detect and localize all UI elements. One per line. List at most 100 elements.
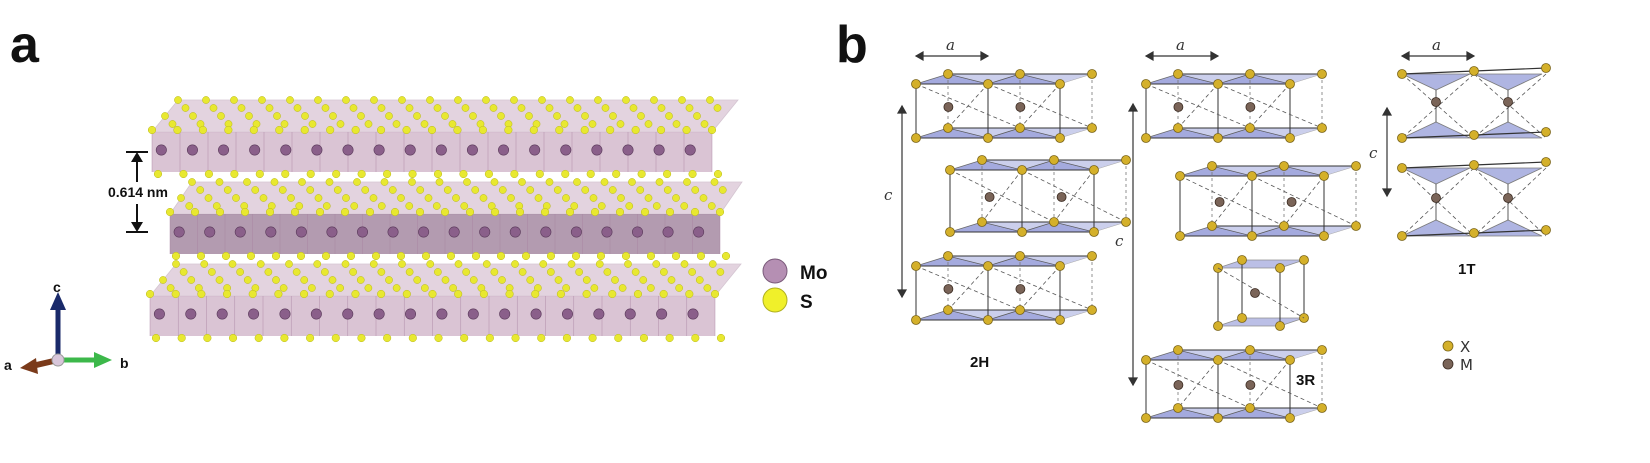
mo-atom xyxy=(310,308,322,320)
s-atom xyxy=(380,178,389,186)
s-atom xyxy=(308,120,317,128)
mo-atom xyxy=(561,308,573,320)
bond-line xyxy=(1401,73,1475,139)
s-atom xyxy=(286,96,294,104)
m-atom xyxy=(943,284,954,294)
s-atom xyxy=(609,112,617,120)
s-atom xyxy=(280,333,289,343)
s-atom xyxy=(315,207,325,217)
x-atom xyxy=(1213,133,1223,143)
s-atom xyxy=(224,125,233,135)
bond-line xyxy=(949,169,1055,223)
s-atom xyxy=(390,207,400,217)
mo-atom xyxy=(311,144,323,156)
m-atom xyxy=(1245,102,1256,112)
x-legend-marker xyxy=(1442,340,1454,352)
s-atom xyxy=(340,207,350,217)
mo-atom xyxy=(448,226,460,238)
mo-atom xyxy=(687,308,699,320)
x-atom xyxy=(1247,171,1257,181)
x-atom xyxy=(983,79,993,89)
s-atom xyxy=(454,289,463,299)
bond-line xyxy=(1251,175,1357,227)
s-atom xyxy=(196,251,206,261)
x-atom xyxy=(1397,231,1407,241)
s-atom xyxy=(471,251,481,261)
mo-atom xyxy=(436,308,448,320)
mo-atom xyxy=(622,144,634,156)
s-atom xyxy=(590,284,599,292)
s-atom xyxy=(434,333,443,343)
s-atom xyxy=(165,207,175,217)
mo-atom xyxy=(356,226,368,238)
x-atom xyxy=(1317,403,1327,413)
s-atom xyxy=(279,284,288,292)
mo-atom xyxy=(467,308,479,320)
s-atom xyxy=(204,194,213,202)
axis-label-b: b xyxy=(120,355,129,371)
s-atom xyxy=(511,260,519,268)
x-atom xyxy=(1245,123,1255,133)
mo-atom xyxy=(295,226,307,238)
octahedral-face xyxy=(1473,167,1543,185)
s-atom xyxy=(618,284,627,292)
s-atom xyxy=(321,251,331,261)
s-atom xyxy=(621,251,631,261)
x-atom xyxy=(1469,228,1479,238)
2h-lattice-a-label: a xyxy=(946,36,955,54)
s-atom xyxy=(383,333,392,343)
s-atom xyxy=(329,112,337,120)
s-atom xyxy=(408,178,416,186)
s-atom xyxy=(603,268,612,276)
x-atom xyxy=(1089,227,1099,237)
s-atom xyxy=(478,125,487,135)
s-atom xyxy=(482,96,490,104)
s-atom xyxy=(616,120,625,128)
s-atom xyxy=(326,125,335,135)
x-atom xyxy=(977,217,987,227)
s-atom xyxy=(202,96,210,104)
s-atom xyxy=(361,186,370,194)
bond-line xyxy=(1401,73,1475,139)
s-atom xyxy=(306,169,315,179)
s-atom xyxy=(331,333,340,343)
s-atom xyxy=(341,260,350,268)
s-atom xyxy=(690,207,700,217)
mo-atom xyxy=(498,144,510,156)
s-legend-label: S xyxy=(800,292,813,313)
s-atom xyxy=(298,178,306,186)
trigonal-face xyxy=(1217,259,1305,269)
x-atom xyxy=(1285,413,1295,423)
s-atom xyxy=(525,112,533,120)
s-atom xyxy=(683,178,691,186)
s-atom xyxy=(597,202,606,210)
s-atom xyxy=(465,207,475,217)
mo-atom xyxy=(560,144,572,156)
x-atom xyxy=(1541,63,1551,73)
x-atom xyxy=(1015,123,1025,133)
s-atom xyxy=(240,207,250,217)
s-atom xyxy=(588,120,597,128)
s-atom xyxy=(710,289,720,299)
s-atom xyxy=(498,186,507,194)
x-atom xyxy=(1141,79,1151,89)
mo-atom xyxy=(280,144,292,156)
s-atom xyxy=(631,268,640,276)
s-atom xyxy=(535,169,544,179)
s-atom xyxy=(245,112,253,120)
x-atom xyxy=(1469,130,1479,140)
s-atom xyxy=(385,112,393,120)
bond-line xyxy=(1053,169,1095,223)
mos2-layer xyxy=(145,260,742,343)
s-atom xyxy=(721,251,731,261)
s-atom xyxy=(667,276,676,284)
s-atom xyxy=(678,96,686,104)
s-atom xyxy=(177,194,185,202)
s-atom xyxy=(203,333,212,343)
s-atom xyxy=(441,276,450,284)
s-atom xyxy=(699,194,708,202)
s-atom xyxy=(333,186,342,194)
s-atom xyxy=(300,125,309,135)
s-atom xyxy=(453,125,462,135)
x-atom xyxy=(1317,345,1327,355)
